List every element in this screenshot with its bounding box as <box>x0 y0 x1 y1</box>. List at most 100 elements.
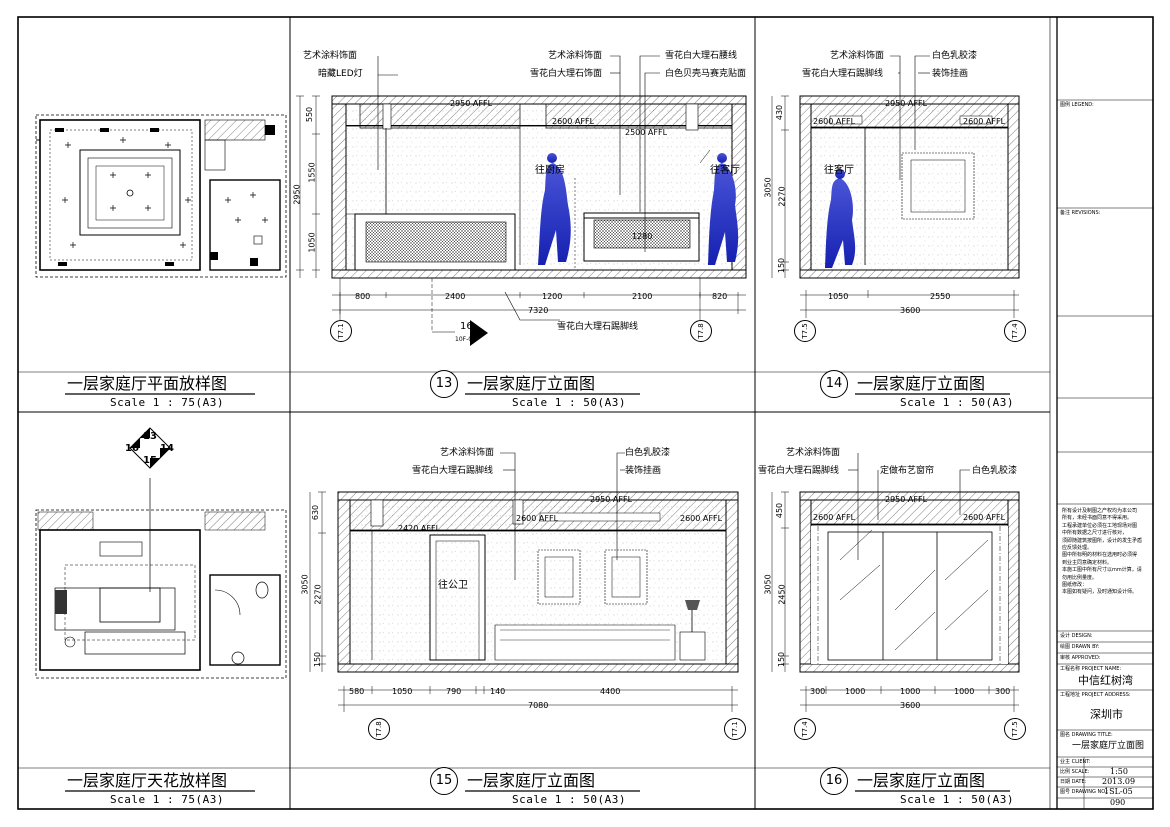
e15-total: 7080 <box>528 701 549 710</box>
e16-afl-2: 2600 AFFL <box>963 513 1006 522</box>
e13-label-mosaic: 白色贝壳马赛克贴面 <box>665 69 747 79</box>
e13-vdim-0: 550 <box>305 106 315 123</box>
tb-date: 2013.09 <box>1102 777 1136 786</box>
tb-revision-label: 备注 REVISIONS: <box>1060 210 1101 216</box>
e13-section-sheet: 10F-07 <box>455 336 476 343</box>
e13-afl-1: 2600 AFFL <box>552 117 595 126</box>
tb-project-label: 工程名称 PROJECT NAME: <box>1060 666 1122 672</box>
e14-room-living: 往客厅 <box>824 165 854 176</box>
plan-title: 一层家庭厅平面放样图 <box>67 374 228 393</box>
legend-15: 15 <box>143 455 157 466</box>
e13-hdim-3: 2100 <box>632 292 653 301</box>
e13-label-art-paint-2: 艺术涂料饰面 <box>548 51 603 61</box>
e15-number-badge: 15 <box>430 767 458 795</box>
e16-hdim-2: 1000 <box>900 687 921 696</box>
e16-number-badge: 16 <box>820 767 848 795</box>
tb-drawing-no: 1SL-05 <box>1104 787 1133 796</box>
e16-label-skirting: 雪花白大理石踢脚线 <box>758 466 840 476</box>
ceiling-plan-drawing <box>35 427 287 679</box>
e14-axis-left: T7.5 <box>794 320 816 342</box>
e15-room-bath: 往公卫 <box>438 580 468 591</box>
tb-sheet: 090 <box>1110 798 1126 807</box>
e14-vdim-1: 3050 <box>763 177 773 198</box>
e14-label-painting: 装饰挂画 <box>932 69 969 79</box>
e14-vdim-0: 430 <box>775 104 785 121</box>
tb-drawing-title: 一层家庭厅立面图 <box>1072 741 1145 751</box>
legend-13: 13 <box>143 431 157 442</box>
tb-notes: 所有设计及制图之产权均为本公司 所有，未经书面同意不得采用。 工程承建单位必须在… <box>1062 508 1143 596</box>
e15-afl-3: 2600 AFFL <box>680 514 723 523</box>
elevation-15-drawing <box>309 452 739 712</box>
tb-scale-label: 比例 SCALE: <box>1060 769 1090 775</box>
e13-hdim-0: 800 <box>355 292 371 301</box>
e15-label-painting: 装饰挂画 <box>625 466 662 476</box>
legend-16: 16 <box>125 443 139 454</box>
e15-title: 一层家庭厅立面图 <box>467 771 596 790</box>
e16-vdim-0: 450 <box>775 502 785 519</box>
e16-scale: Scale 1 : 50(A3) <box>900 793 1014 806</box>
e15-scale: Scale 1 : 50(A3) <box>512 793 626 806</box>
e14-title: 一层家庭厅立面图 <box>857 374 986 393</box>
e14-scale: Scale 1 : 50(A3) <box>900 396 1014 409</box>
e15-afl-0: 2950 AFFL <box>590 495 633 504</box>
legend-14: 14 <box>160 443 174 454</box>
e16-hdim-4: 300 <box>995 687 1011 696</box>
e16-vdim-3: 150 <box>777 651 787 668</box>
e15-hdim-2: 790 <box>446 687 462 696</box>
elevation-13-drawing <box>296 55 747 346</box>
e13-axis-right: T7.8 <box>690 320 712 342</box>
e13-vdim-1: 1550 <box>307 162 317 183</box>
tb-date-label: 日期 DATE: <box>1060 779 1087 785</box>
e14-hdim-1: 2550 <box>930 292 951 301</box>
e13-axis-left: T7.1 <box>330 320 352 342</box>
e13-room-living: 往客厅 <box>710 165 740 176</box>
e13-title: 一层家庭厅立面图 <box>467 374 596 393</box>
e14-total: 3600 <box>900 306 921 315</box>
e15-vdim-1: 3050 <box>300 574 310 595</box>
e16-label-white-latex: 白色乳胶漆 <box>972 466 1018 476</box>
tb-design-label: 设计 DESIGN: <box>1060 633 1093 639</box>
e13-label-marble-face: 雪花白大理石饰面 <box>530 69 603 79</box>
e14-hdim-0: 1050 <box>828 292 849 301</box>
e15-axis-left: T7.8 <box>368 718 390 740</box>
e15-afl-2: 2600 AFFL <box>516 514 559 523</box>
e14-vdim-3: 150 <box>777 257 787 274</box>
tb-legend-label: 图例 LEGEND: <box>1060 102 1094 108</box>
e13-label-marble-waist: 雪花白大理石腰线 <box>665 51 738 61</box>
tb-drawing-title-label: 图名 DRAWING TITLE: <box>1060 732 1113 738</box>
e14-axis-right: T7.4 <box>1004 320 1026 342</box>
plan-scale: Scale 1 : 75(A3) <box>110 396 224 409</box>
tb-scale: 1:50 <box>1110 767 1128 776</box>
e16-title: 一层家庭厅立面图 <box>857 771 986 790</box>
e15-vdim-2: 2270 <box>313 584 323 605</box>
e14-afl-2: 2600 AFFL <box>963 117 1006 126</box>
e15-afl-1: 2420 AFFL <box>398 524 441 533</box>
e13-vdim-3: 1050 <box>307 232 317 253</box>
elevation-16-drawing <box>771 453 1020 712</box>
e15-label-white-latex: 白色乳胶漆 <box>625 448 671 458</box>
e15-hdim-1: 1050 <box>392 687 413 696</box>
e13-room-kitchen: 往厨房 <box>535 165 565 176</box>
tb-address-label: 工程地址 PROJECT ADDRESS: <box>1060 692 1131 698</box>
e15-vdim-3: 150 <box>313 651 323 668</box>
e15-label-art-paint: 艺术涂料饰面 <box>440 448 495 458</box>
e14-label-white-latex: 白色乳胶漆 <box>932 51 978 61</box>
e16-total: 3600 <box>900 701 921 710</box>
e14-number-badge: 14 <box>820 370 848 398</box>
e16-label-art-paint: 艺术涂料饰面 <box>786 448 841 458</box>
e15-hdim-4: 4400 <box>600 687 621 696</box>
tb-address: 深圳市 <box>1090 708 1123 721</box>
e13-afl-0: 2950 AFFL <box>450 99 493 108</box>
e16-afl-0: 2950 AFFL <box>885 495 928 504</box>
e14-afl-0: 2950 AFFL <box>885 99 928 108</box>
e13-scale: Scale 1 : 50(A3) <box>512 396 626 409</box>
e13-label-art-paint: 艺术涂料饰面 <box>303 51 358 61</box>
e13-hdim-2: 1200 <box>542 292 563 301</box>
ceiling-scale: Scale 1 : 75(A3) <box>110 793 224 806</box>
e13-afl-3: 1280 <box>632 232 653 241</box>
e16-axis-right: T7.5 <box>1004 718 1026 740</box>
e14-vdim-2: 2270 <box>777 186 787 207</box>
e15-vdim-0: 630 <box>311 504 321 521</box>
elevation-14-drawing <box>771 55 1020 318</box>
tb-checked-label: 审核 APPROVED: <box>1060 655 1101 661</box>
